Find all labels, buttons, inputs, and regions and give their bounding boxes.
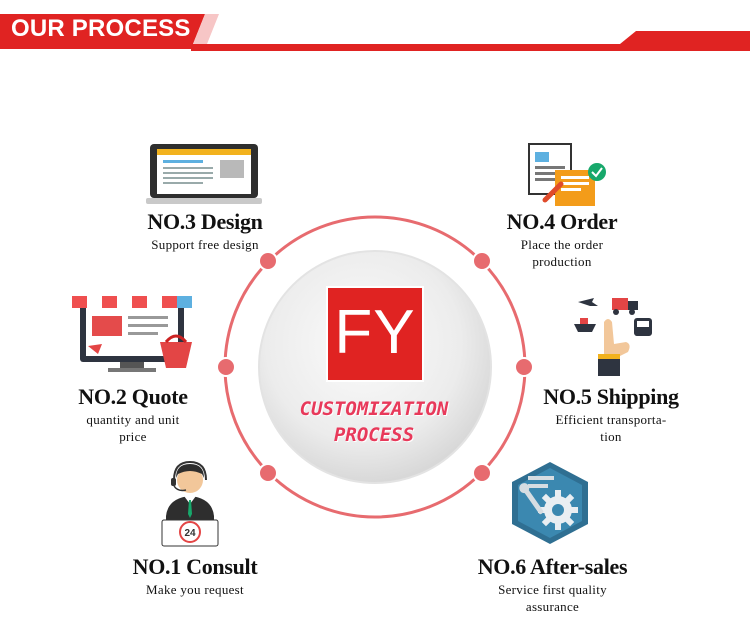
ring-node-design [259,252,277,270]
step-order: NO.4 Order Place the order production [462,210,662,270]
step-quote: NO.2 Quote quantity and unit price [50,385,216,445]
step-consult: NO.1 Consult Make you request [100,555,290,598]
step-description: Make you request [100,581,290,598]
step-title: NO.3 Design [110,210,300,234]
global-shipping-icon [568,292,660,376]
step-description: Place the order [462,236,662,253]
order-document-icon [525,140,611,210]
svg-text:24: 24 [184,528,196,539]
step-description: production [462,253,662,270]
step-title: NO.2 Quote [50,385,216,409]
step-title: NO.5 Shipping [520,385,702,409]
step-title: NO.1 Consult [100,555,290,579]
center-title-line2: PROCESS [260,424,488,446]
ring-node-shipping [515,358,533,376]
ring-node-after-sales [473,464,491,482]
step-description: quantity and unit [50,411,216,428]
gear-service-icon [508,460,592,546]
ring-node-quote [217,358,235,376]
center-title-line1: CUSTOMIZATION [260,398,488,420]
step-after-sales: NO.6 After-sales Service first quality a… [455,555,650,615]
brand-logo-text: FY [328,302,422,364]
step-title: NO.6 After-sales [455,555,650,579]
customer-service-agent-icon: 24 [160,460,220,548]
step-title: NO.4 Order [462,210,662,234]
online-shop-icon [68,294,196,374]
step-description: assurance [455,598,650,615]
step-description: price [50,428,216,445]
brand-logo: FY [326,286,424,382]
step-description: Efficient transporta- [520,411,702,428]
ring-node-consult [259,464,277,482]
step-description: Support free design [110,236,300,253]
step-design: NO.3 Design Support free design [110,210,300,253]
step-description: Service first quality [455,581,650,598]
laptop-design-icon [146,142,262,206]
step-shipping: NO.5 Shipping Efficient transporta- tion [520,385,702,445]
step-description: tion [520,428,702,445]
